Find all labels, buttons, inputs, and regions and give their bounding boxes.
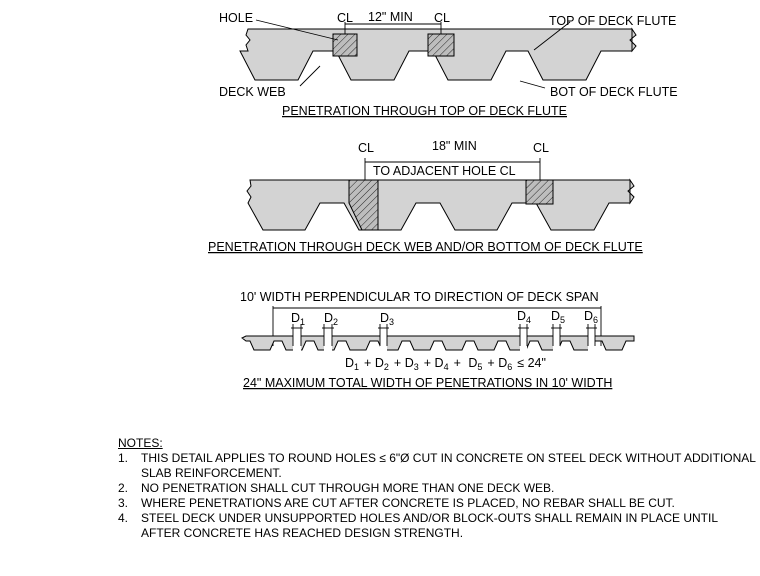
cl-right-label: CL bbox=[434, 11, 450, 25]
cl-left-label: CL bbox=[337, 11, 353, 25]
detail1-caption: PENETRATION THROUGH TOP OF DECK FLUTE bbox=[282, 104, 567, 118]
detail-drawing: HOLE CL 12" MIN CL TOP OF DECK FLUTE DEC… bbox=[208, 10, 678, 390]
penetration-dim-lines bbox=[291, 324, 597, 346]
detail3-caption: 24" MAXIMUM TOTAL WIDTH OF PENETRATIONS … bbox=[243, 376, 612, 390]
note-number: 1. bbox=[118, 451, 129, 465]
notes-section: NOTES: 1. THIS DETAIL APPLIES TO ROUND H… bbox=[118, 436, 758, 541]
detail2-break-right bbox=[627, 178, 635, 205]
note-item: 2. NO PENETRATION SHALL CUT THROUGH MORE… bbox=[118, 481, 758, 496]
note-text: STEEL DECK UNDER UNSUPPORTED HOLES AND/O… bbox=[141, 511, 718, 540]
penetration-formula: D1+ D2+ D3+ D4+ D5+ D6≤ 24" bbox=[345, 356, 546, 372]
detail2-deck-web: CL 18" MIN CL TO ADJACENT HOLE CL PENETR… bbox=[208, 139, 643, 254]
note-text: WHERE PENETRATIONS ARE CUT AFTER CONCRET… bbox=[141, 496, 675, 510]
note-number: 4. bbox=[118, 511, 129, 525]
note-text: THIS DETAIL APPLIES TO ROUND HOLES ≤ 6"Ø… bbox=[141, 451, 756, 480]
width-label: 10' WIDTH PERPENDICULAR TO DIRECTION OF … bbox=[240, 290, 599, 304]
hole-label: HOLE bbox=[219, 11, 253, 25]
note-item: 1. THIS DETAIL APPLIES TO ROUND HOLES ≤ … bbox=[118, 451, 758, 481]
note-number: 3. bbox=[118, 496, 129, 510]
top-of-flute-label: TOP OF DECK FLUTE bbox=[549, 14, 676, 28]
detail1-break-right bbox=[629, 27, 637, 53]
detail2-cl-left-label: CL bbox=[358, 141, 374, 155]
bot-of-flute-label: BOT OF DECK FLUTE bbox=[550, 85, 678, 99]
penetration-gaps bbox=[293, 334, 595, 352]
dim-d4: D4 bbox=[517, 309, 531, 325]
detail2-deck-section bbox=[246, 179, 631, 231]
note-item: 4. STEEL DECK UNDER UNSUPPORTED HOLES AN… bbox=[118, 511, 758, 541]
detail2-min-spacing-label: 18" MIN bbox=[432, 139, 477, 153]
note-text: NO PENETRATION SHALL CUT THROUGH MORE TH… bbox=[141, 481, 555, 495]
dim-d6: D6 bbox=[584, 309, 598, 325]
detail3-max-width: 10' WIDTH PERPENDICULAR TO DIRECTION OF … bbox=[240, 290, 635, 390]
detail2-caption: PENETRATION THROUGH DECK WEB AND/OR BOTT… bbox=[208, 240, 643, 254]
note-number: 2. bbox=[118, 481, 129, 495]
dim-d2: D2 bbox=[324, 311, 338, 327]
detail1-top-of-flute: HOLE CL 12" MIN CL TOP OF DECK FLUTE DEC… bbox=[219, 10, 678, 118]
deck-web-label: DECK WEB bbox=[219, 85, 286, 99]
detail2-cl-right-label: CL bbox=[533, 141, 549, 155]
detail2-hole-bottom bbox=[525, 179, 554, 205]
dim-d5: D5 bbox=[551, 309, 565, 325]
detail2-hole-web bbox=[348, 179, 379, 231]
notes-title: NOTES: bbox=[118, 436, 163, 450]
adjacent-hole-label: TO ADJACENT HOLE CL bbox=[373, 164, 516, 178]
dim-d3: D3 bbox=[380, 311, 394, 327]
dim-d1: D1 bbox=[291, 311, 305, 327]
min-spacing-label: 12" MIN bbox=[368, 10, 413, 24]
note-item: 3. WHERE PENETRATIONS ARE CUT AFTER CONC… bbox=[118, 496, 758, 511]
detail1-hole-right bbox=[427, 33, 455, 57]
detail1-hole-left bbox=[332, 33, 358, 57]
